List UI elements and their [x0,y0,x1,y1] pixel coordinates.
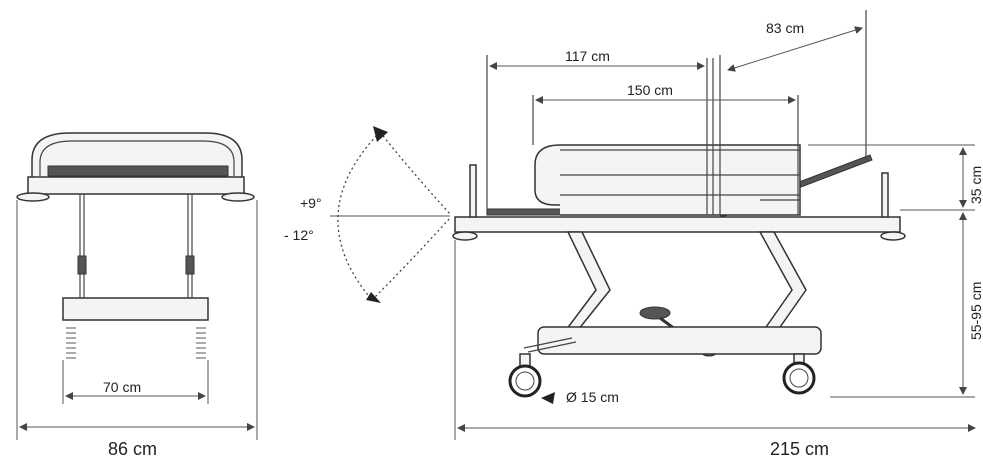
label-70cm: 70 cm [103,379,141,395]
wheel-right [782,353,816,395]
label-86cm: 86 cm [108,439,157,458]
side-view [452,10,976,440]
label-tilt-up: +9° [300,195,322,211]
front-view [16,132,258,440]
wheel-left [508,353,542,398]
label-55-95cm: 55-95 cm [968,282,983,340]
side-rail [560,144,801,216]
label-83cm: 83 cm [766,20,804,36]
label-wheel: Ø 15 cm [566,389,619,405]
label-tilt-down: - 12° [284,227,314,243]
label-117cm: 117 cm [565,48,610,64]
front-base [62,297,209,321]
label-215cm: 215 cm [770,439,829,458]
label-150cm: 150 cm [627,82,673,98]
front-platform [27,176,245,195]
label-35cm: 35 cm [968,166,983,204]
side-base [537,326,822,355]
front-mattress [47,165,229,177]
side-platform [454,216,901,233]
tilt-indicator [330,126,451,303]
